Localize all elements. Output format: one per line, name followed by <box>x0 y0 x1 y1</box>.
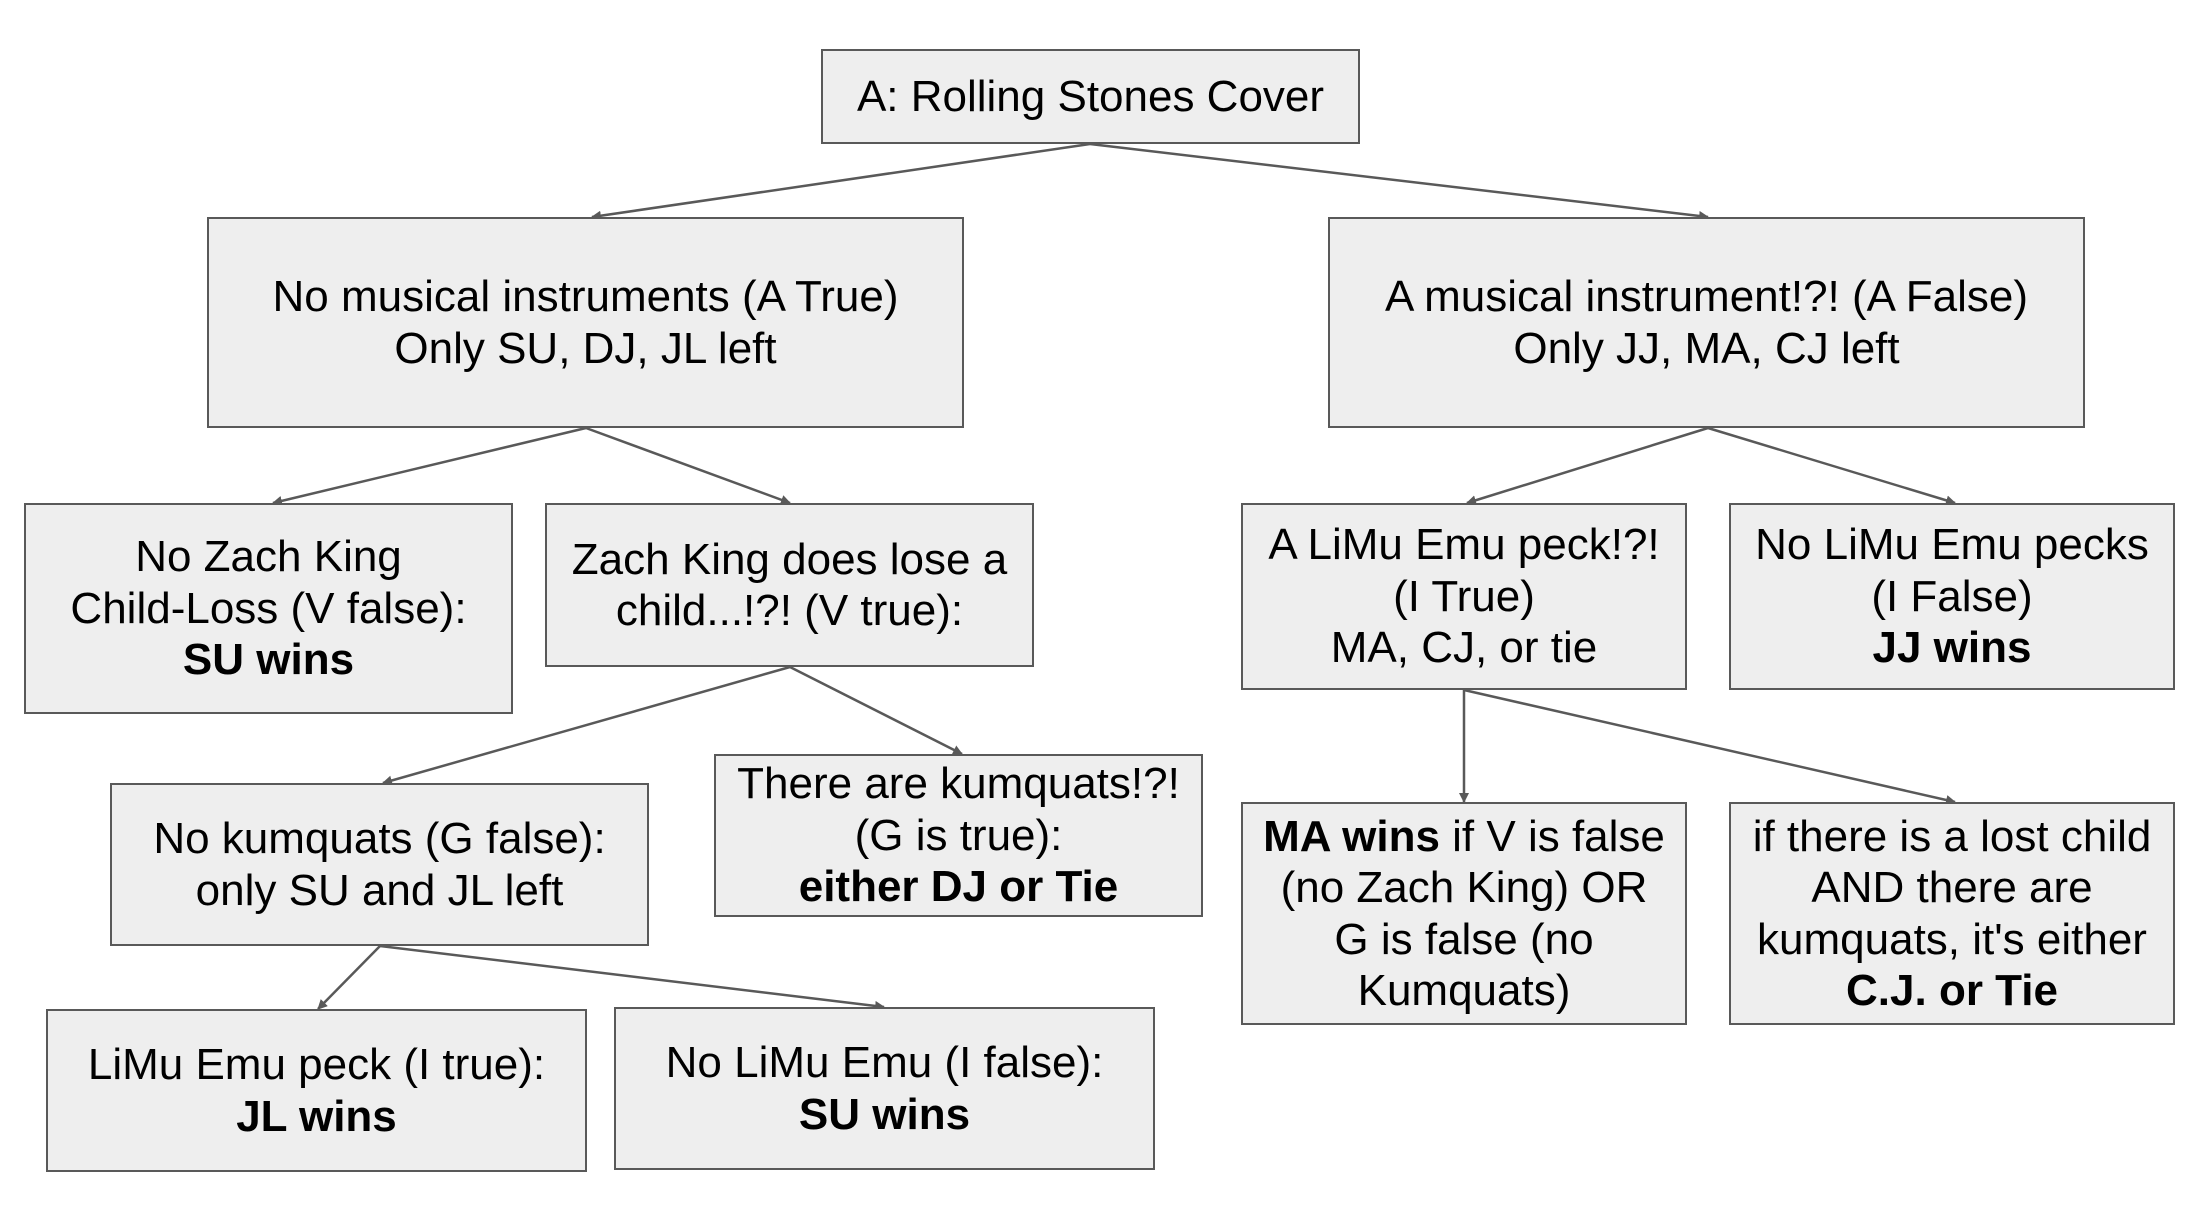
node-text: Zach King does lose a <box>571 534 1008 584</box>
node-text: only SU and JL left <box>195 865 564 915</box>
node-text: kumquats, it's either <box>1757 914 2147 964</box>
node-text: (no Zach King) OR <box>1280 863 1648 913</box>
node-text: AND there are <box>1811 863 2093 913</box>
node-text: A: Rolling Stones Cover <box>856 71 1325 121</box>
edge-i-true-to-cj-tie <box>1463 688 1956 805</box>
edge-a-false-to-i-true <box>1466 426 1709 506</box>
node-outcome: either DJ or Tie <box>798 862 1119 912</box>
node-no-kumquats: No kumquats (G false): only SU and JL le… <box>110 783 649 946</box>
edge-v-true-to-g-true <box>789 665 963 756</box>
node-su-wins-no-limu-emu: No LiMu Emu (I false): SU wins <box>614 1007 1155 1170</box>
node-text: Only SU, DJ, JL left <box>394 323 777 373</box>
node-outcome: C.J. or Tie <box>1846 965 2058 1015</box>
node-text: No LiMu Emu pecks <box>1755 520 2149 570</box>
node-text: child...!?! (V true): <box>615 586 964 635</box>
node-outcome: SU wins <box>182 635 355 685</box>
edge-root-to-a-true <box>591 142 1091 221</box>
node-outcome: JJ wins <box>1872 623 2032 673</box>
node-text: No Zach King <box>135 532 402 582</box>
node-no-musical-instruments: No musical instruments (A True) Only SU,… <box>207 217 964 428</box>
node-no-zach-king: No Zach King Child-Loss (V false): SU wi… <box>24 503 513 714</box>
edge-a-false-to-i-false <box>1707 426 1956 506</box>
node-text: (I True) <box>1393 571 1535 621</box>
edge-a-true-to-v-true <box>585 426 791 505</box>
node-lost-child-and-kumquats: if there is a lost child AND there are k… <box>1729 802 2175 1025</box>
node-ma-wins: MA wins if V is false (no Zach King) OR … <box>1241 802 1687 1025</box>
node-outcome: SU wins <box>798 1089 971 1139</box>
node-zach-king-loses-child: Zach King does lose a child...!?! (V tru… <box>545 503 1034 667</box>
node-text-line: MA wins if V is false <box>1263 811 1665 862</box>
node-text: A LiMu Emu peck!?! <box>1268 520 1660 570</box>
node-text: (I False) <box>1871 571 2033 621</box>
node-text: G is false (no <box>1334 914 1594 964</box>
node-text: There are kumquats!?! <box>737 759 1180 809</box>
node-there-are-kumquats: There are kumquats!?! (G is true): eithe… <box>714 754 1203 917</box>
node-jl-wins: LiMu Emu peck (I true): JL wins <box>46 1009 587 1172</box>
node-text: No kumquats (G false): <box>153 814 606 864</box>
edge-a-true-to-v-false <box>272 426 587 506</box>
node-text: A musical instrument!?! (A False) <box>1384 272 2029 322</box>
edge-v-true-to-g-false <box>382 665 791 786</box>
edge-root-to-a-false <box>1089 142 1709 221</box>
node-text: if V is false <box>1439 811 1665 861</box>
node-text: No musical instruments (A True) <box>272 272 899 322</box>
node-text: LiMu Emu peck (I true): <box>87 1040 546 1090</box>
node-text: Only JJ, MA, CJ left <box>1513 323 1900 373</box>
node-a-musical-instrument: A musical instrument!?! (A False) Only J… <box>1328 217 2085 428</box>
node-outcome: MA wins <box>1263 811 1440 861</box>
node-rolling-stones-cover: A: Rolling Stones Cover <box>821 49 1360 144</box>
node-text: (G is true): <box>854 810 1063 860</box>
node-text: No LiMu Emu (I false): <box>665 1038 1104 1088</box>
node-text: Child-Loss (V false): <box>70 583 467 633</box>
node-text: if there is a lost child <box>1752 811 2152 861</box>
edge-g-false-to-su-wins <box>379 944 885 1011</box>
node-outcome: JL wins <box>236 1091 397 1141</box>
node-text: MA, CJ, or tie <box>1330 623 1598 673</box>
edge-g-false-to-jl-wins <box>317 945 381 1010</box>
node-no-limu-emu-pecks: No LiMu Emu pecks (I False) JJ wins <box>1729 503 2175 690</box>
node-limu-emu-peck: A LiMu Emu peck!?! (I True) MA, CJ, or t… <box>1241 503 1687 690</box>
node-text: Kumquats) <box>1357 965 1571 1015</box>
